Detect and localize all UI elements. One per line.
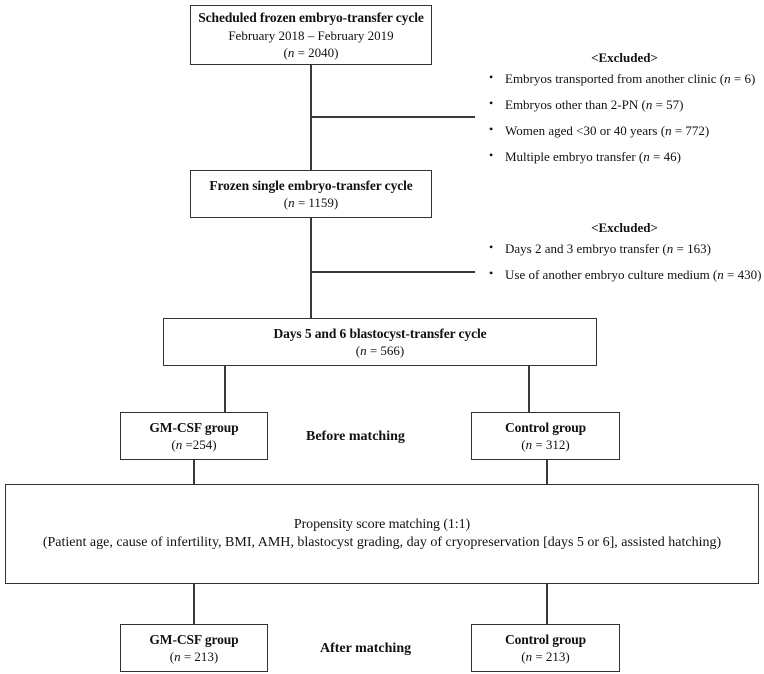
n-symbol: n xyxy=(174,649,181,665)
psm-line-2: (Patient age, cause of infertility, BMI,… xyxy=(42,535,722,550)
box-blastocyst-count: (n = 566) xyxy=(356,342,405,359)
box-control-before-title: Control group xyxy=(504,419,587,435)
bullet-icon: • xyxy=(489,148,494,162)
connector-v-single-to-blastocyst xyxy=(310,218,312,318)
n-symbol: n xyxy=(525,437,533,453)
stage-label-after-matching: After matching xyxy=(320,641,412,656)
stage-label-before-matching: Before matching xyxy=(306,429,405,444)
box-gmcsf-after-matching: GM-CSF group (n = 213) xyxy=(120,624,268,672)
item-text: Women aged <30 or 40 years ( xyxy=(505,123,666,138)
excluded-1-items: • Embryos transported from another clinic… xyxy=(487,70,762,164)
connector-h-excluded-1 xyxy=(310,116,475,118)
item-text: Embryos other than 2-PN ( xyxy=(505,97,646,112)
connector-h-excluded-2 xyxy=(310,271,475,273)
connector-v-blastocyst-to-control xyxy=(528,366,530,412)
box-single-et-count: (n = 1159) xyxy=(284,194,339,211)
item-tail: = 772) xyxy=(671,123,710,138)
list-item: • Use of another embryo culture medium (n… xyxy=(487,266,762,282)
box-scheduled-title: Scheduled frozen embryo-transfer cycle xyxy=(198,9,424,25)
list-item: • Embryos other than 2-PN (n = 57) xyxy=(487,96,762,112)
n-value: =254) xyxy=(182,437,217,453)
n-symbol: n xyxy=(717,267,724,282)
item-text: Multiple embryo transfer ( xyxy=(505,149,644,164)
connector-v-psm-to-gmcsf-after xyxy=(193,584,195,624)
n-symbol: n xyxy=(288,195,295,211)
n-symbol: n xyxy=(724,71,731,86)
paren-open: ( xyxy=(169,649,175,665)
bullet-icon: • xyxy=(489,122,494,136)
bullet-icon: • xyxy=(489,70,494,84)
box-single-et: Frozen single embryo-transfer cycle (n =… xyxy=(190,170,432,218)
paren-open: ( xyxy=(355,343,361,359)
n-value: = 1159) xyxy=(294,195,339,211)
list-item: • Days 2 and 3 embryo transfer (n = 163) xyxy=(487,240,762,256)
box-propensity-score-matching: Propensity score matching (1:1) (Patient… xyxy=(5,484,759,584)
excluded-list-1: <Excluded> • Embryos transported from ano… xyxy=(487,50,762,163)
list-item: • Multiple embryo transfer (n = 46) xyxy=(487,148,762,164)
item-text: Use of another embryo culture medium ( xyxy=(505,267,718,282)
box-gmcsf-before-matching: GM-CSF group (n =254) xyxy=(120,412,268,460)
n-value: = 566) xyxy=(366,343,405,359)
n-symbol: n xyxy=(525,649,533,665)
connector-v-psm-to-control-after xyxy=(546,584,548,624)
n-symbol: n xyxy=(665,123,672,138)
paren-open: ( xyxy=(521,649,526,665)
box-gmcsf-after-count: (n = 213) xyxy=(170,648,219,665)
excluded-2-heading: <Excluded> xyxy=(591,220,658,235)
list-item: • Embryos transported from another clinic… xyxy=(487,70,762,86)
box-control-after-title: Control group xyxy=(504,631,587,647)
box-blastocyst-cycles: Days 5 and 6 blastocyst-transfer cycle (… xyxy=(163,318,597,366)
box-gmcsf-after-title: GM-CSF group xyxy=(149,631,239,647)
excluded-list-2: <Excluded> • Days 2 and 3 embryo transfer… xyxy=(487,220,762,281)
bullet-icon: • xyxy=(489,96,494,110)
n-value: = 213) xyxy=(532,649,570,665)
box-control-before-count: (n = 312) xyxy=(521,436,570,453)
n-symbol: n xyxy=(643,149,650,164)
box-gmcsf-before-count: (n =254) xyxy=(171,436,216,453)
box-control-after-count: (n = 213) xyxy=(521,648,570,665)
box-blastocyst-title: Days 5 and 6 blastocyst-transfer cycle xyxy=(273,325,487,341)
connector-v-control-before-to-psm xyxy=(546,460,548,484)
n-symbol: n xyxy=(287,44,295,60)
n-symbol: n xyxy=(645,97,653,112)
bullet-icon: • xyxy=(489,240,494,254)
item-tail: = 6) xyxy=(730,71,756,86)
paren-open: ( xyxy=(171,437,176,453)
item-tail: = 57) xyxy=(652,97,684,112)
paren-open: ( xyxy=(283,44,288,60)
box-control-before-matching: Control group (n = 312) xyxy=(471,412,620,460)
box-control-after-matching: Control group (n = 213) xyxy=(471,624,620,672)
excluded-1-heading: <Excluded> xyxy=(591,50,658,65)
box-scheduled-count: (n = 2040) xyxy=(283,44,338,61)
item-tail: = 430) xyxy=(723,267,762,282)
paren-open: ( xyxy=(521,437,526,453)
connector-v-blastocyst-to-gmcsf xyxy=(224,366,226,412)
n-symbol: n xyxy=(360,343,367,359)
paren-open: ( xyxy=(283,195,289,211)
item-text: Days 2 and 3 embryo transfer ( xyxy=(505,241,667,256)
n-value: = 213) xyxy=(180,649,219,665)
n-symbol: n xyxy=(666,241,674,256)
item-text: Embryos transported from another clinic … xyxy=(505,71,725,86)
excluded-2-items: •Days 2 and 3 embryo transfer (n = 163) … xyxy=(487,240,762,282)
item-tail: = 163) xyxy=(673,241,711,256)
psm-line-1: Propensity score matching (1:1) xyxy=(293,516,471,532)
bullet-icon: • xyxy=(489,266,494,280)
n-value: = 2040) xyxy=(294,44,339,60)
connector-v-scheduled-to-single xyxy=(310,65,312,170)
box-single-et-title: Frozen single embryo-transfer cycle xyxy=(209,177,413,193)
n-symbol: n xyxy=(175,437,183,453)
connector-v-gmcsf-before-to-psm xyxy=(193,460,195,484)
item-tail: = 46) xyxy=(649,149,681,164)
box-scheduled-period: February 2018 – February 2019 xyxy=(228,27,394,43)
n-value: = 312) xyxy=(532,437,570,453)
list-item: • Women aged <30 or 40 years (n = 772) xyxy=(487,122,762,138)
box-gmcsf-before-title: GM-CSF group xyxy=(149,419,239,435)
box-scheduled-cycles: Scheduled frozen embryo-transfer cycle F… xyxy=(190,5,432,65)
